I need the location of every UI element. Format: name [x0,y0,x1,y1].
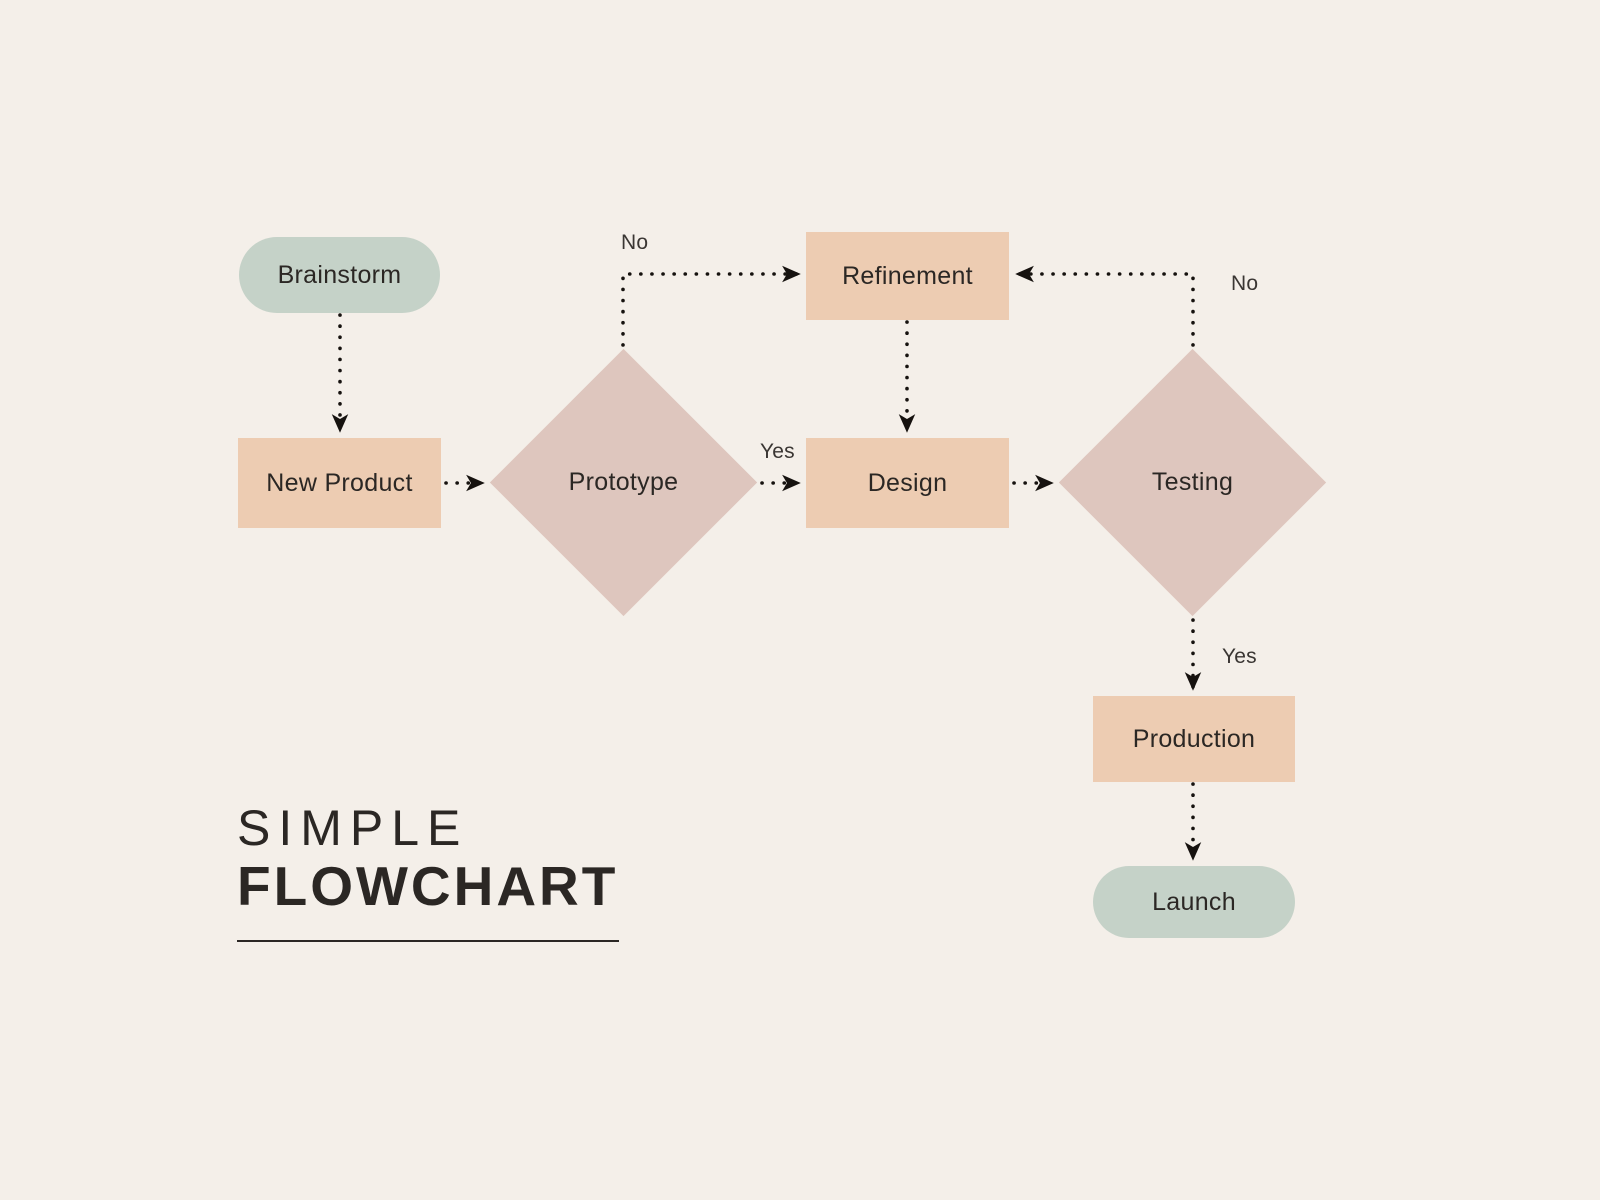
edge-prototype-no-refinement [621,265,801,347]
edge-label-no-testing: No [1231,272,1259,295]
node-brainstorm-label: Brainstorm [277,260,402,289]
edge-testing-no-refinement [1015,265,1195,347]
edge-label-no-prototype: No [621,231,649,254]
title-line-simple: SIMPLE [237,800,469,856]
node-testing-label: Testing [1151,468,1234,496]
node-testing[interactable]: Testing [1058,348,1327,617]
node-refinement[interactable]: Refinement [806,232,1009,320]
node-design[interactable]: Design [806,438,1009,528]
node-launch[interactable]: Launch [1093,866,1295,938]
node-production-label: Production [1132,724,1256,753]
node-design-label: Design [867,468,948,497]
node-prototype[interactable]: Prototype [489,348,758,617]
node-brainstorm[interactable]: Brainstorm [239,237,440,313]
title-line-flowchart: FLOWCHART [237,855,619,917]
node-production[interactable]: Production [1093,696,1295,782]
node-refinement-label: Refinement [842,261,973,290]
node-new-product[interactable]: New Product [238,438,441,528]
node-launch-label: Launch [1152,887,1236,916]
node-new-product-label: New Product [266,468,413,497]
edge-label-yes-prototype: Yes [760,440,795,463]
title-underline [237,939,619,942]
title-block: SIMPLE FLOWCHART [237,800,657,942]
node-prototype-label: Prototype [568,468,679,496]
edge-label-yes-testing: Yes [1222,645,1257,668]
